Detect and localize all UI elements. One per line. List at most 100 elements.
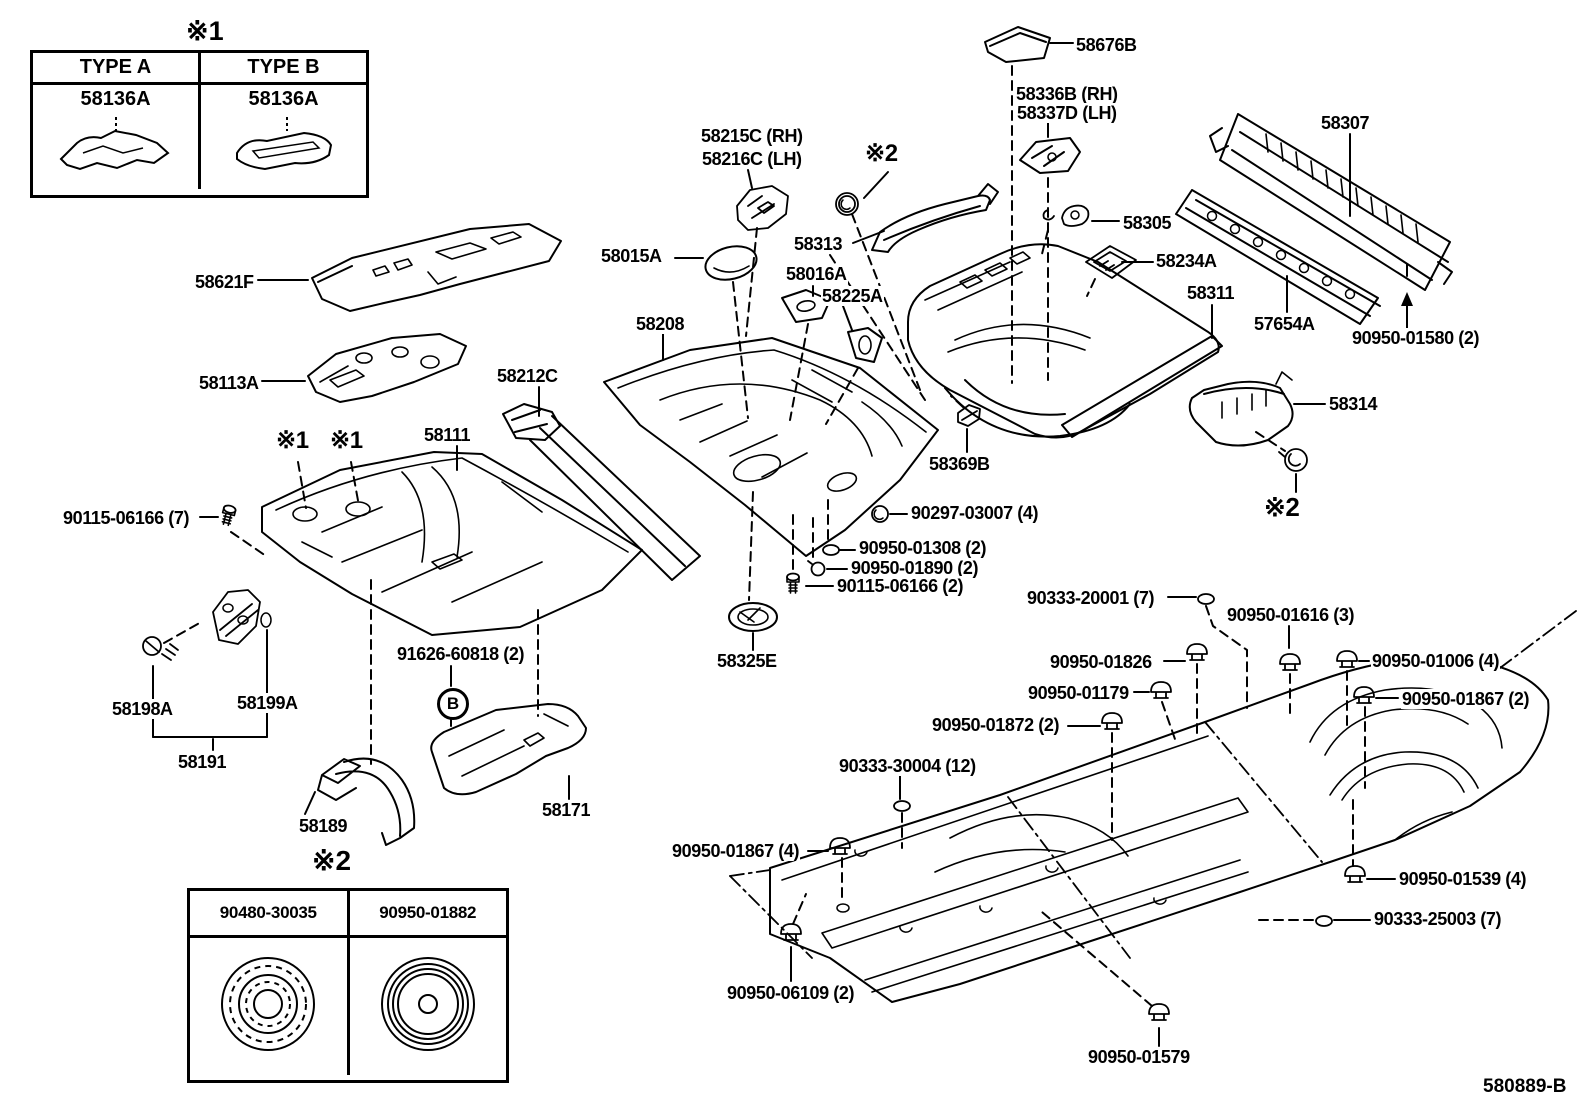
- part-label-58111: 58111: [423, 425, 472, 446]
- part-drawing-58621f-panel: [311, 223, 562, 312]
- ref-table-2-title: ※2: [312, 845, 352, 876]
- note-mark-1-b: ※1: [330, 427, 363, 454]
- ref-table-2-cell-plug: [350, 938, 507, 1075]
- part-label-58621f: 58621F: [194, 272, 255, 293]
- ref-table-2-header-90480-30035: 90480-30035: [190, 891, 350, 935]
- note-mark-1-a: ※1: [276, 427, 309, 454]
- ref-table-1-cell-type-b: 58136A: [201, 85, 366, 189]
- part-drawing-58189-bracket: [317, 757, 416, 846]
- part-label-90950-01616: 90950-01616 (3): [1226, 605, 1356, 626]
- ref-table-1-header-type-b: TYPE B: [247, 56, 320, 78]
- ref-table-2-header-90950-01882: 90950-01882: [379, 903, 477, 922]
- part-label-90950-01179: 90950-01179: [1027, 683, 1130, 704]
- clip-icon: [1344, 865, 1366, 883]
- nut-icon-outer: [835, 192, 859, 216]
- part-label-90115-06166-7: 90115-06166 (7): [62, 508, 191, 529]
- part-label-58337d: 58337D (LH): [1016, 103, 1118, 124]
- leader-lines: [152, 42, 1408, 1047]
- phantom-lines: [729, 607, 1581, 959]
- grommet-icon: [1278, 448, 1308, 472]
- ref-table-1-cell-type-a: 58136A: [33, 85, 201, 189]
- part-drawing-58016a-plate: [781, 289, 831, 323]
- part-drawing-58305-clamp: [1042, 204, 1090, 227]
- part-drawing-58212c-member: [502, 403, 701, 581]
- grommet-icon: [807, 560, 826, 577]
- fastener-glyphs: [219, 192, 1375, 1021]
- part-label-58136a-type-b: 58136A: [248, 88, 319, 110]
- part-label-58212c: 58212C: [496, 366, 559, 387]
- clip-icon: [1148, 1003, 1170, 1021]
- bolt-icon: [786, 572, 800, 594]
- part-label-90950-06109: 90950-06109 (2): [726, 983, 856, 1004]
- screw-glyph-58198a: [142, 636, 179, 661]
- part-label-58234a: 58234A: [1155, 251, 1218, 272]
- part-label-58369b: 58369B: [928, 454, 991, 475]
- part-drawing-58314-side-member: [1188, 371, 1294, 447]
- ref-table-2: 90480-30035 90950-01882: [187, 888, 509, 1083]
- part-label-58016a: 58016A: [785, 264, 848, 285]
- nut-icon: [871, 505, 889, 523]
- clip-plate-type-a-icon: [59, 117, 170, 171]
- part-label-57654a: 57654A: [1253, 314, 1316, 335]
- clip-bracket-icon-58369b: [957, 404, 981, 427]
- part-drawing-58198a-58199a-bracket: [212, 589, 272, 645]
- plug-icon: [1315, 915, 1333, 927]
- part-label-58199a: 58199A: [236, 693, 299, 714]
- nut-icon: [838, 195, 856, 213]
- clip-icon: [1101, 712, 1123, 730]
- part-drawing-58111-front-floor-pan: [261, 451, 643, 636]
- part-label-90950-01872: 90950-01872 (2): [931, 715, 1061, 736]
- part-label-90115-06166-2: 90115-06166 (2): [836, 576, 965, 597]
- plug-solid-rings-icon: [380, 957, 475, 1051]
- part-label-58336b: 58336B (RH): [1015, 84, 1119, 105]
- part-label-58325e: 58325E: [716, 651, 778, 672]
- part-label-90950-01890: 90950-01890 (2): [850, 558, 980, 579]
- part-drawing-58313-brace: [871, 183, 999, 253]
- dashed-lines: [163, 65, 1366, 1007]
- part-drawing-58171-member: [430, 703, 587, 796]
- part-label-58015a: 58015A: [600, 246, 663, 267]
- part-label-90950-01867-4: 90950-01867 (4): [671, 841, 801, 862]
- part-drawing-58225a-plate: [847, 327, 883, 363]
- part-label-58191: 58191: [177, 752, 228, 773]
- part-drawing-58215c-bracket: [736, 185, 789, 231]
- part-label-90297-03007: 90297-03007 (4): [910, 503, 1040, 524]
- part-label-58305: 58305: [1122, 213, 1173, 234]
- part-label-58171: 58171: [541, 800, 592, 821]
- part-label-58313: 58313: [793, 234, 844, 255]
- part-drawing-58311-rear-floor-pan: [907, 243, 1223, 439]
- part-label-58198a: 58198A: [111, 699, 174, 720]
- note-mark-2-top: ※2: [865, 140, 898, 167]
- part-label-58225a: 58225A: [821, 286, 884, 307]
- clip-plate-type-b-icon: [235, 117, 332, 171]
- part-label-90333-30004: 90333-30004 (12): [838, 756, 977, 777]
- part-label-58215c: 58215C (RH): [700, 126, 804, 147]
- part-drawing-58208-center-floor-pan: [603, 337, 939, 557]
- drawing-number: 580889-B: [1483, 1076, 1567, 1097]
- part-drawing-58336b-bracket: [1019, 137, 1081, 174]
- part-label-58136a-type-a: 58136A: [80, 88, 151, 110]
- part-drawing-58676b-plate: [984, 26, 1051, 63]
- part-label-90950-01006: 90950-01006 (4): [1371, 651, 1501, 672]
- part-label-90950-01579: 90950-01579: [1087, 1047, 1191, 1068]
- plug-icon: [1197, 593, 1215, 605]
- part-label-90950-01580: 90950-01580 (2): [1351, 328, 1481, 349]
- part-label-91626-60818: 91626-60818 (2): [396, 644, 526, 665]
- ref-table-1-header-type-a: TYPE A: [33, 53, 201, 82]
- bolt-icon: [219, 503, 238, 528]
- plug-icon: [822, 544, 840, 556]
- clip-icon: [1279, 653, 1301, 671]
- clip-icon: [1150, 681, 1172, 699]
- part-label-58216c: 58216C (LH): [701, 149, 803, 170]
- ref-table-2-cell-grommet: [190, 938, 350, 1075]
- circled-b-symbol: B: [437, 688, 469, 720]
- part-label-58113a: 58113A: [198, 373, 260, 394]
- ref-table-1-title: ※1: [186, 16, 224, 46]
- part-drawing-58113a-panel: [307, 333, 467, 403]
- grommet-dashed-rings-icon: [221, 957, 316, 1051]
- part-label-58307: 58307: [1320, 113, 1371, 134]
- part-label-58208: 58208: [635, 314, 686, 335]
- part-drawing-57654a-lower-back-panel: [1175, 189, 1381, 325]
